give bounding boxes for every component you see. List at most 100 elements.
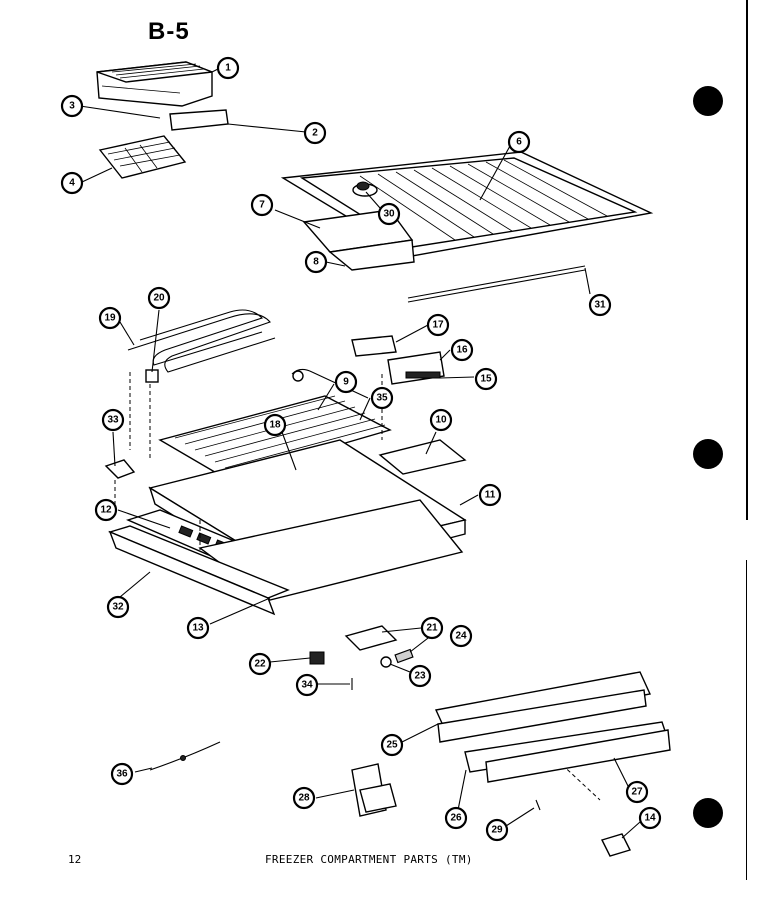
callout-34: 34 <box>295 673 319 697</box>
callout-label: 23 <box>414 671 426 682</box>
evaporator-coil-drawing <box>158 368 392 479</box>
callout-circle <box>248 652 272 676</box>
callout-label: 35 <box>376 393 388 404</box>
callout-3: 3 <box>60 94 84 118</box>
callout-circle <box>110 762 134 786</box>
callout-circle <box>292 786 316 810</box>
callout-label: 17 <box>432 320 444 331</box>
callout-circle <box>429 408 453 432</box>
callout-circle <box>186 616 210 640</box>
callout-25: 25 <box>380 733 404 757</box>
callout-label: 1 <box>225 63 231 74</box>
callout-label: 33 <box>107 415 119 426</box>
callout-13: 13 <box>186 616 210 640</box>
callout-circle <box>377 202 401 226</box>
callout-circle <box>147 286 171 310</box>
binder-hole-top <box>693 86 723 116</box>
callout-label: 21 <box>426 623 438 634</box>
callout-label: 3 <box>69 101 75 112</box>
callout-label: 19 <box>104 313 116 324</box>
callout-31: 31 <box>588 293 612 317</box>
leader-lines <box>79 67 641 839</box>
callout-circle <box>101 408 125 432</box>
callout-2: 2 <box>303 121 327 145</box>
insulation-pad-drawing <box>378 439 467 475</box>
callout-circle <box>450 338 474 362</box>
callout-circle <box>474 367 498 391</box>
callout-label: 9 <box>343 377 349 388</box>
callout-18: 18 <box>263 413 287 437</box>
callout-label: 6 <box>516 137 522 148</box>
callout-label: 27 <box>631 787 643 798</box>
callout-label: 24 <box>455 631 467 642</box>
ice-tray-bin-drawing <box>96 61 229 131</box>
rail-screw-drawing <box>535 799 541 811</box>
callout-label: 20 <box>153 293 165 304</box>
callout-9: 9 <box>334 370 358 394</box>
callout-circle <box>216 56 240 80</box>
callout-circle <box>588 293 612 317</box>
page-number: 12 <box>68 853 82 866</box>
callout-26: 26 <box>444 806 468 830</box>
callout-19: 19 <box>98 306 122 330</box>
callout-36: 36 <box>110 762 134 786</box>
callout-label: 11 <box>485 490 496 501</box>
callout-label: 22 <box>254 659 266 670</box>
callout-32: 32 <box>106 595 130 619</box>
callout-label: 32 <box>112 602 124 613</box>
callout-label: 15 <box>480 374 492 385</box>
callout-22: 22 <box>248 652 272 676</box>
callout-circle <box>250 193 274 217</box>
callout-circle <box>507 130 531 154</box>
callout-circle <box>625 780 649 804</box>
callout-21: 21 <box>420 616 444 640</box>
callout-circle <box>60 94 84 118</box>
control-assembly-drawing <box>351 335 445 385</box>
callout-20: 20 <box>147 286 171 310</box>
switch-assembly-drawing <box>309 625 414 690</box>
callout-label: 25 <box>386 740 398 751</box>
callout-29: 29 <box>485 818 509 842</box>
callout-label: 28 <box>298 793 310 804</box>
callout-label: 29 <box>491 825 503 836</box>
callout-circle <box>106 595 130 619</box>
callout-circle <box>478 483 502 507</box>
callout-circle <box>638 806 662 830</box>
callout-label: 7 <box>259 200 265 211</box>
callout-10: 10 <box>429 408 453 432</box>
rail-stop-drawing <box>601 833 631 857</box>
callout-label: 36 <box>116 769 128 780</box>
binder-hole-middle <box>693 439 723 469</box>
callout-label: 26 <box>450 813 462 824</box>
callout-30: 30 <box>377 202 401 226</box>
rail-assembly-drawing <box>434 671 671 783</box>
callout-circle <box>444 806 468 830</box>
callout-circle <box>263 413 287 437</box>
callout-15: 15 <box>474 367 498 391</box>
callout-11: 11 <box>478 483 502 507</box>
callout-label: 2 <box>312 128 318 139</box>
callout-circle <box>94 498 118 522</box>
callout-circle <box>303 121 327 145</box>
callout-label: 31 <box>594 300 606 311</box>
callout-label: 12 <box>100 505 112 516</box>
callout-1: 1 <box>216 56 240 80</box>
callout-circle <box>420 616 444 640</box>
callout-label: 4 <box>69 178 75 189</box>
right-edge-line <box>746 0 748 520</box>
callout-28: 28 <box>292 786 316 810</box>
callout-label: 16 <box>456 345 468 356</box>
ice-cube-tray-drawing <box>98 135 187 179</box>
diagram-title: B-5 <box>148 18 190 45</box>
heater-loop-drawing <box>127 309 276 383</box>
callout-label: 34 <box>301 680 313 691</box>
callout-4: 4 <box>60 171 84 195</box>
callout-12: 12 <box>94 498 118 522</box>
binder-hole-bottom <box>693 798 723 828</box>
callout-label: 10 <box>435 415 447 426</box>
callout-16: 16 <box>450 338 474 362</box>
callout-label: 13 <box>192 623 204 634</box>
callout-14: 14 <box>638 806 662 830</box>
callout-6: 6 <box>507 130 531 154</box>
